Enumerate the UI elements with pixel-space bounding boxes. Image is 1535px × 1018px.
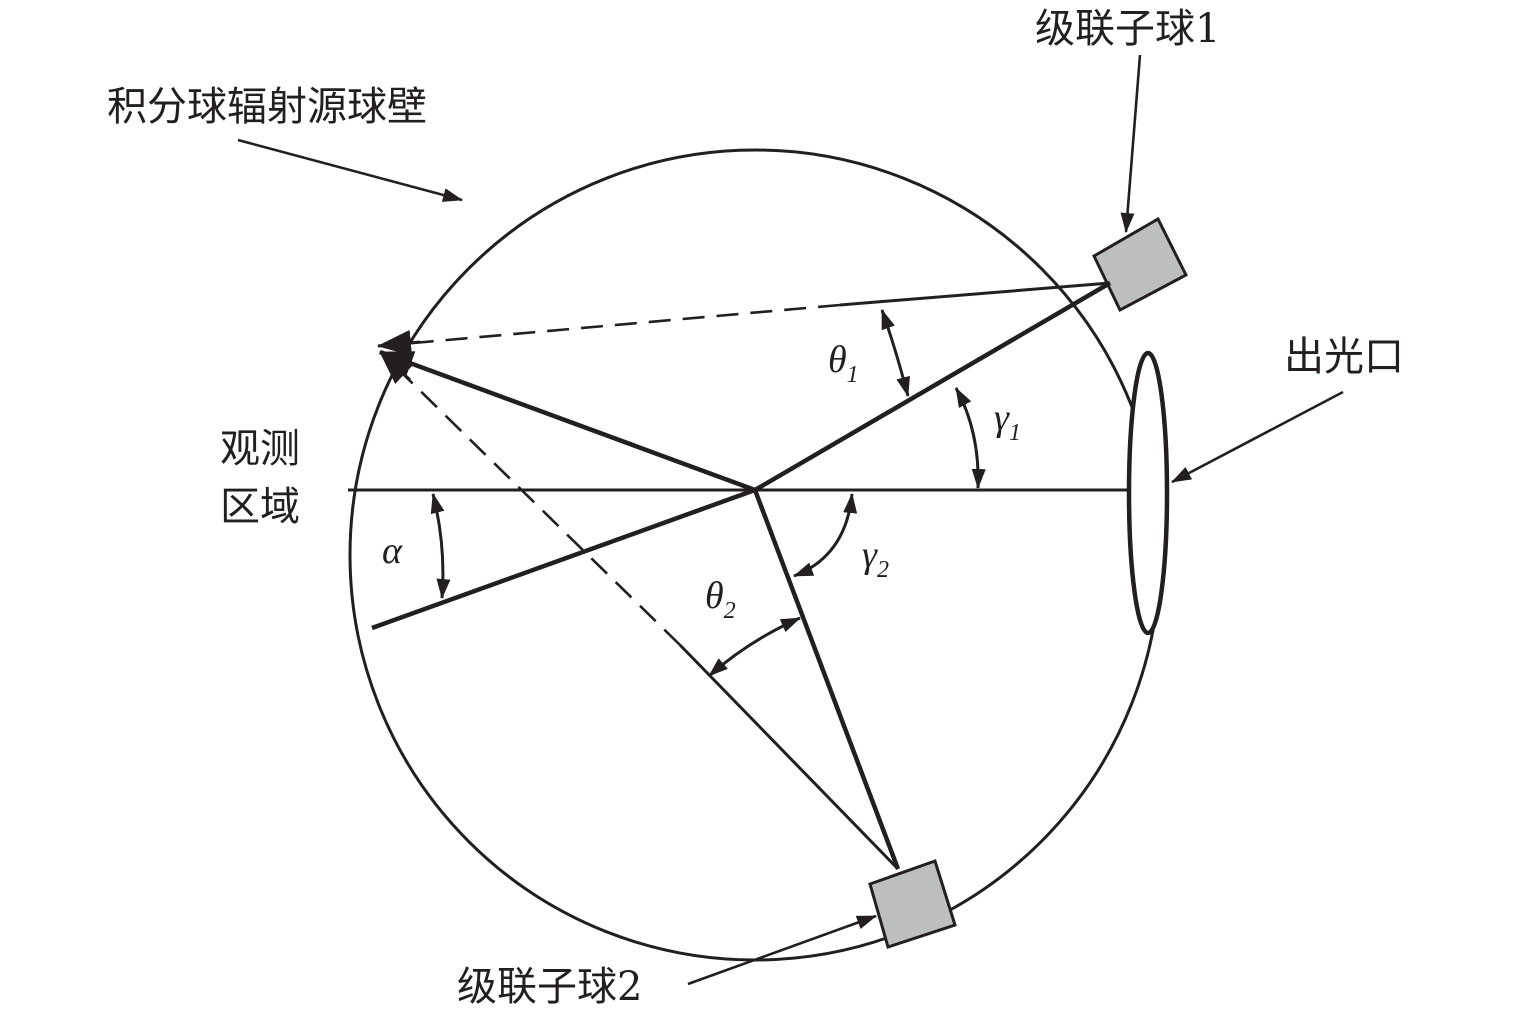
sub-sphere-1 xyxy=(1092,216,1188,313)
dashed-ray-sub2-arrow xyxy=(378,350,413,385)
label-gamma2: γ2 xyxy=(862,534,889,583)
observation-boundary-line xyxy=(371,487,756,631)
sub-sphere-2 xyxy=(868,859,957,949)
label-observation-area-line2: 区域 xyxy=(220,484,300,530)
ray-sub2-to-center xyxy=(752,489,901,870)
leader-sphere-wall xyxy=(237,138,463,202)
theta2-arc xyxy=(708,616,801,678)
dashed-ray-sub2 xyxy=(403,374,681,646)
leader-sub-sphere-1 xyxy=(1120,54,1142,233)
label-theta2: θ2 xyxy=(705,575,736,624)
leader-exit-port xyxy=(1171,390,1344,484)
label-theta1: θ1 xyxy=(828,339,859,388)
theta1-arc xyxy=(880,309,910,397)
alpha-arc xyxy=(430,493,451,599)
ray-sub1-to-center xyxy=(753,281,1112,492)
label-alpha: α xyxy=(382,530,403,572)
gamma1-arc xyxy=(954,387,986,489)
ray-sub1-top xyxy=(839,281,1111,307)
sphere-wall xyxy=(348,148,1162,962)
exit-port xyxy=(1126,350,1170,636)
ray-sub2-lower xyxy=(678,643,900,871)
label-gamma1: γ1 xyxy=(994,397,1021,446)
label-observation-area-line1: 观测 xyxy=(220,426,300,472)
label-sub-sphere-1: 级联子球1 xyxy=(1035,6,1220,52)
leader-sub-sphere-2 xyxy=(687,914,877,986)
label-sub-sphere-2: 级联子球2 xyxy=(457,964,642,1010)
gamma2-arc xyxy=(793,493,858,578)
label-sphere-wall: 积分球辐射源球壁 xyxy=(107,84,427,130)
reflected-ray xyxy=(379,349,756,493)
dashed-ray-sub1-arrow xyxy=(377,329,421,356)
label-exit-port: 出光口 xyxy=(1284,334,1404,380)
dashed-ray-sub1 xyxy=(401,303,841,346)
